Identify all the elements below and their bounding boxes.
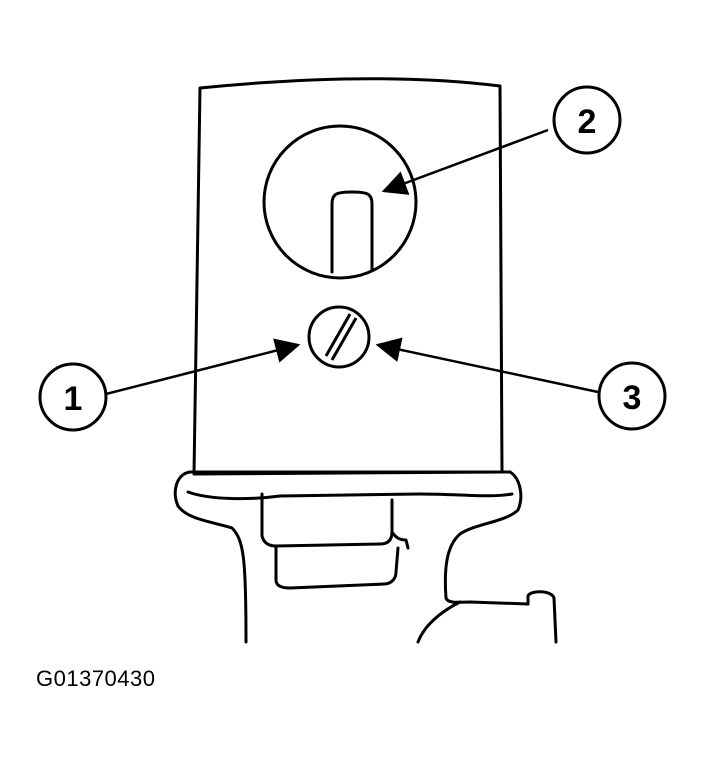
leader-line-1	[105, 338, 301, 396]
figure-id: G01370430	[36, 666, 156, 691]
callout-1-label: 1	[64, 380, 83, 418]
callout-1: 1	[38, 362, 108, 432]
leader-lines	[105, 128, 599, 396]
adjusting-screw	[307, 305, 371, 369]
lower-housing	[173, 470, 558, 644]
callout-2: 2	[552, 85, 622, 155]
callout-3-label: 3	[623, 379, 642, 417]
callout-3: 3	[597, 361, 667, 431]
sight-window	[262, 124, 418, 280]
callout-2-label: 2	[578, 103, 597, 141]
leader-line-2	[381, 128, 549, 195]
leader-line-3	[375, 337, 599, 394]
main-body	[192, 77, 504, 476]
indicator-pin	[330, 190, 374, 274]
